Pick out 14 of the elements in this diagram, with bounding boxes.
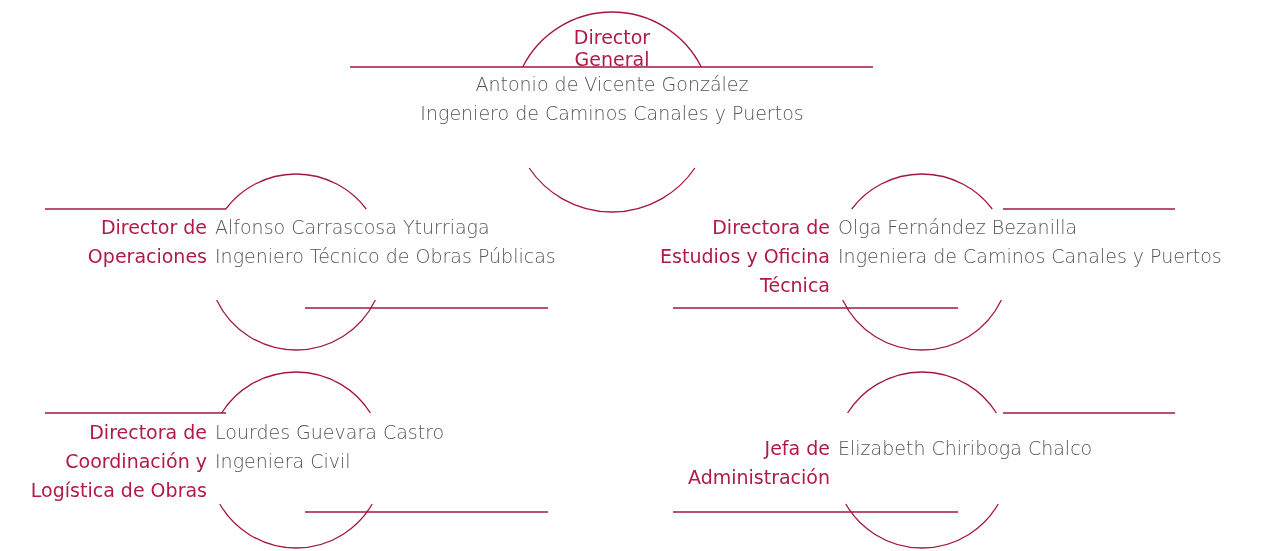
job-title: Ingeniero de Caminos Canales y Puertos [419, 101, 805, 126]
role-title: Directora de Coordinación y Logística de Obras [29, 420, 207, 503]
job-title: Ingeniera Civil [215, 449, 352, 474]
role-title: Director General [572, 26, 652, 70]
role-title: Directora de Estudios y Oficina Técnica [659, 215, 830, 298]
person-name: Elizabeth Chiriboga Chalco [838, 436, 1093, 461]
role-title: Jefa de Administración [686, 436, 830, 490]
job-title: Ingeniera de Caminos Canales y Puertos [838, 244, 1222, 269]
job-title: Ingeniero Técnico de Obras Públicas [215, 244, 556, 269]
person-name: Alfonso Carrascosa Yturriaga [215, 215, 491, 240]
person-name: Antonio de Vicente González [474, 72, 750, 97]
person-name: Olga Fernández Bezanilla [838, 215, 1079, 240]
person-name: Lourdes Guevara Castro [215, 420, 445, 445]
role-title: Director de Operaciones [86, 215, 207, 269]
